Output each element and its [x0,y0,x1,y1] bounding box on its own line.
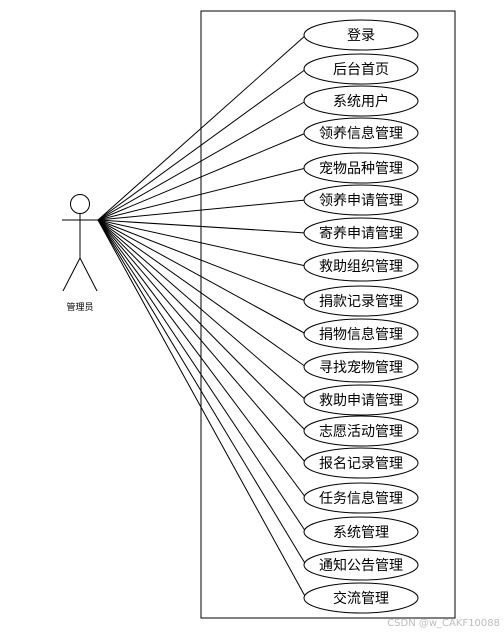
use-case-label: 报名记录管理 [319,456,403,472]
use-case: 领养信息管理 [303,117,419,149]
actor-left-leg [62,257,81,292]
association-line [97,167,307,221]
use-case-label: 后台首页 [333,62,389,78]
association-line [97,34,307,221]
use-case: 领养申请管理 [303,184,419,216]
use-case-ellipse [303,582,419,614]
use-case-label: 寄养申请管理 [319,225,403,242]
association-line [97,219,307,368]
association-line [97,199,307,221]
association-lines [97,34,307,599]
use-case: 登录 [303,19,419,51]
use-case-ellipse [303,117,419,149]
association-line [97,132,307,221]
association-line [97,219,307,234]
use-case: 寄养申请管理 [303,217,419,249]
use-case-label: 通知公告管理 [319,557,403,574]
use-case: 救助申请管理 [303,384,419,416]
use-case: 救助组织管理 [303,250,419,282]
use-case-label: 登录 [347,28,375,44]
actor-admin: 管理员 [62,194,98,313]
use-case-label: 救助组织管理 [319,259,403,275]
use-case-ellipse [303,285,419,317]
association-line [97,219,307,599]
association-line [97,100,307,221]
association-line [97,219,307,464]
use-case-label: 宠物品种管理 [319,161,403,177]
use-case-label: 系统管理 [333,525,389,541]
use-case-ellipse [303,351,419,383]
use-case: 任务信息管理 [303,482,419,514]
use-case-label: 任务信息管理 [319,490,403,507]
use-case-ellipse [303,447,419,479]
use-case: 捐款记录管理 [303,285,419,317]
use-case-ellipse [303,85,419,117]
use-case-label: 领养申请管理 [319,193,403,209]
use-case: 报名记录管理 [303,447,419,479]
actor-head [70,194,90,214]
use-case-group: 登录后台首页系统用户领养信息管理宠物品种管理领养申请管理寄养申请管理救助组织管理… [303,19,419,614]
use-case-ellipse [303,384,419,416]
actor-label: 管理员 [66,301,93,313]
use-case-label: 交流管理 [333,590,389,607]
use-case-ellipse [303,217,419,249]
use-case: 宠物品种管理 [303,152,419,184]
watermark: CSDN @w_CAKF10088 [387,618,500,629]
use-case: 通知公告管理 [303,549,419,581]
association-line [97,219,307,566]
association-line [97,68,307,221]
association-line [97,219,307,533]
association-line [97,219,307,335]
use-case-ellipse [303,152,419,184]
association-line [97,219,307,302]
actor-right-leg [79,257,98,292]
use-case: 寻找宠物管理 [303,351,419,383]
use-case-ellipse [303,516,419,548]
use-case-label: 寻找宠物管理 [319,360,403,376]
use-case-label: 救助申请管理 [319,393,403,409]
use-case-ellipse [303,53,419,85]
use-case-ellipse [303,184,419,216]
use-case-ellipse [303,482,419,514]
use-case-ellipse [303,19,419,51]
use-case: 系统管理 [303,516,419,548]
use-case: 交流管理 [303,582,419,614]
use-case-ellipse [303,250,419,282]
use-case: 后台首页 [303,53,419,85]
association-line [97,219,307,401]
association-line [97,219,307,499]
use-case-ellipse [303,318,419,350]
use-case-label: 系统用户 [333,93,389,110]
system-boundary [200,10,456,619]
use-case-ellipse [303,549,419,581]
use-case-label: 捐物信息管理 [319,326,403,343]
association-line [97,219,307,267]
use-case-ellipse [303,415,419,447]
use-case: 系统用户 [303,85,419,117]
use-case-label: 捐款记录管理 [319,294,403,310]
use-case: 捐物信息管理 [303,318,419,350]
association-line [97,219,307,432]
use-case: 志愿活动管理 [303,415,419,447]
use-case-label: 领养信息管理 [319,125,403,142]
use-case-label: 志愿活动管理 [319,424,403,440]
